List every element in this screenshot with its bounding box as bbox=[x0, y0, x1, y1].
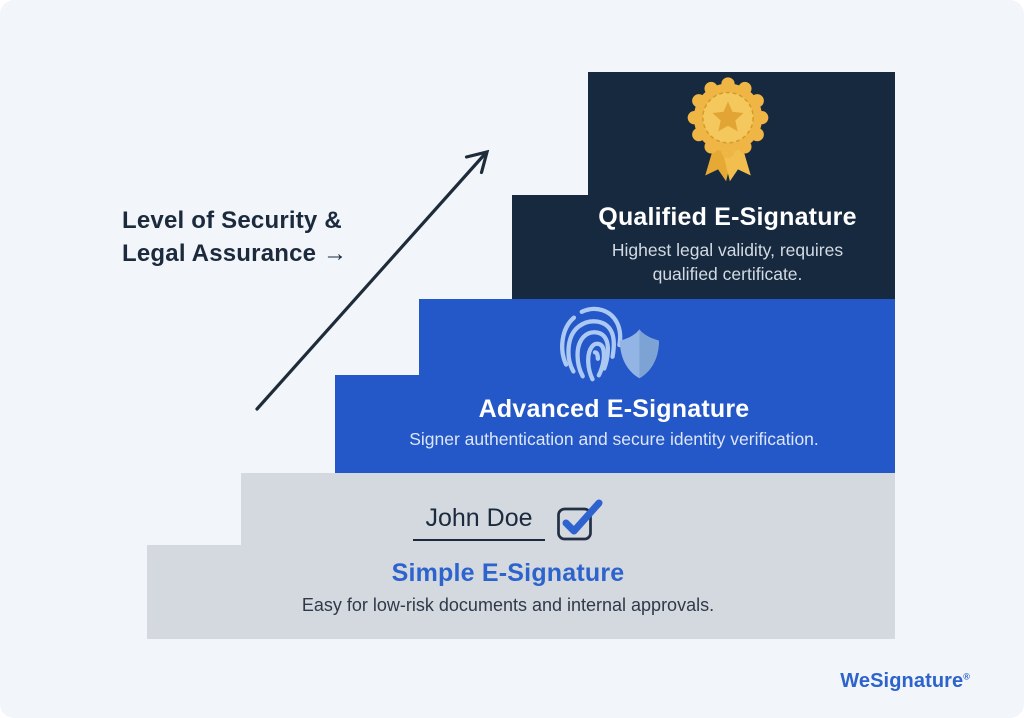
qualified-step-content: Qualified E-Signature Highest legal vali… bbox=[560, 74, 895, 286]
step-simple-ledge bbox=[147, 545, 242, 639]
signature-sample: John Doe bbox=[413, 498, 603, 546]
qualified-title: Qualified E-Signature bbox=[598, 203, 857, 231]
brand-name: WeSignature bbox=[840, 670, 964, 692]
simple-title: Simple E-Signature bbox=[391, 559, 625, 587]
advanced-title: Advanced E-Signature bbox=[478, 395, 750, 423]
registered-trademark: ® bbox=[963, 671, 970, 682]
axis-label-line2: Legal Assurance → bbox=[122, 240, 348, 267]
simple-subtitle: Easy for low-risk documents and internal… bbox=[301, 595, 715, 615]
gold-medal-icon bbox=[687, 77, 768, 182]
step-qualified-ledge bbox=[512, 195, 589, 299]
advanced-step-content: Advanced E-Signature Signer authenticati… bbox=[335, 304, 893, 452]
simple-step-content: John Doe Simple E-Signature Easy for low… bbox=[147, 498, 869, 618]
advanced-subtitle: Signer authentication and secure identit… bbox=[409, 429, 819, 449]
axis-label-line1: Level of Security & bbox=[122, 207, 342, 234]
checkbox-checked-icon bbox=[556, 499, 603, 541]
qualified-subtitle: Highest legal validity, requires qualifi… bbox=[611, 240, 844, 284]
axis-label: Level of Security & Legal Assurance → bbox=[122, 204, 347, 270]
signature-name: John Doe bbox=[413, 504, 545, 541]
fingerprint-shield-icon bbox=[560, 306, 659, 382]
step-simple bbox=[241, 473, 895, 639]
step-advanced bbox=[419, 299, 895, 473]
brand-logo: WeSignature® bbox=[840, 670, 970, 693]
step-advanced-ledge bbox=[335, 375, 420, 473]
